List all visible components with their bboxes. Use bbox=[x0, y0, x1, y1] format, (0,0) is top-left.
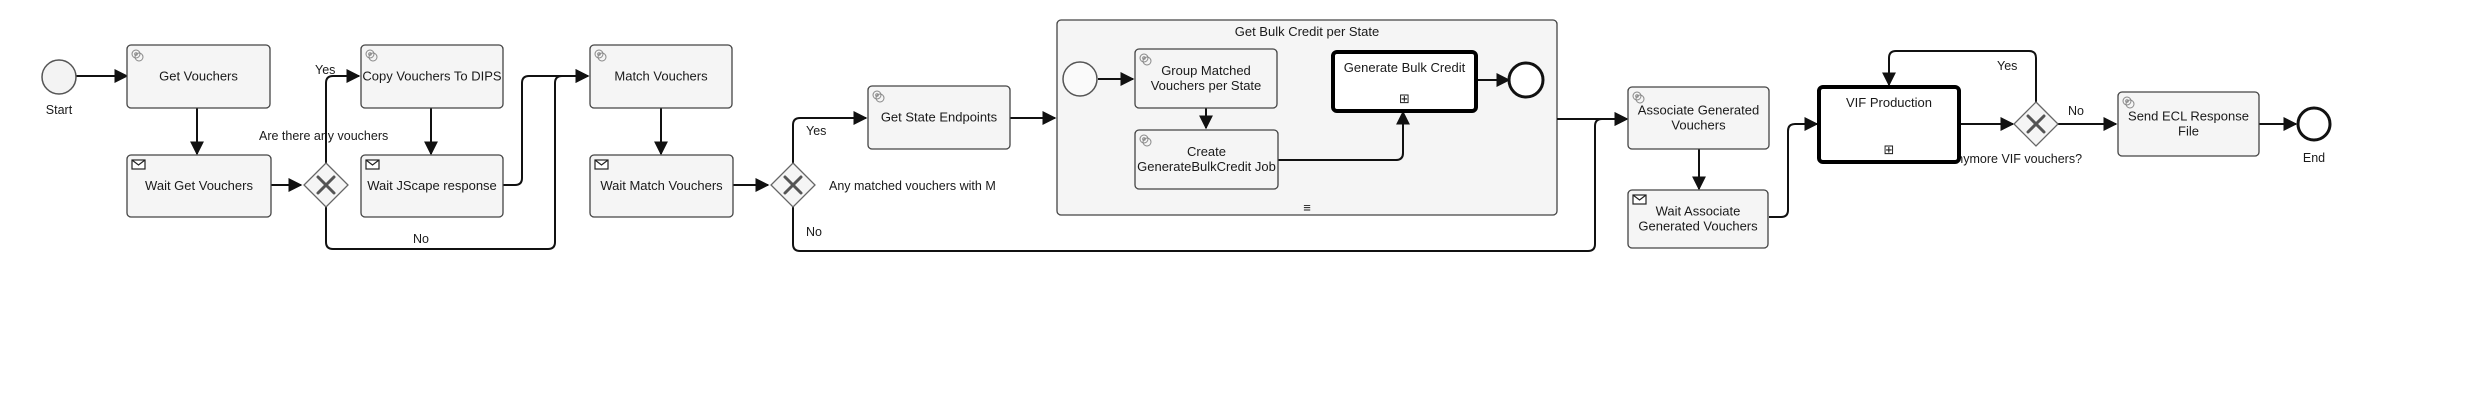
task-generate-bulk-credit[interactable]: Generate Bulk Credit ⊞ bbox=[1331, 50, 1478, 113]
gear-icon bbox=[1139, 53, 1152, 66]
task-vif-production[interactable]: VIF Production ⊞ bbox=[1817, 85, 1961, 164]
gear-icon bbox=[131, 49, 144, 62]
g2-no-label: No bbox=[806, 225, 822, 239]
task-label-line: Vouchers per State bbox=[1151, 78, 1262, 93]
g1-yes-label: Yes bbox=[315, 63, 335, 77]
sequence-flows bbox=[76, 50, 2298, 252]
task-label-line: Wait Match Vouchers bbox=[600, 178, 723, 193]
collapsed-subprocess-marker-icon: ⊞ bbox=[1399, 91, 1410, 106]
gateway-1-label: Are there any vouchers bbox=[259, 129, 388, 143]
subprocess-marker-icon: ≡ bbox=[1303, 200, 1311, 215]
task-label-line: Get Vouchers bbox=[159, 69, 238, 84]
envelope-icon bbox=[365, 159, 380, 170]
flow-create-to-generate bbox=[1278, 110, 1410, 161]
envelope-icon bbox=[1632, 194, 1647, 205]
task-label-line: Associate Generated bbox=[1638, 103, 1759, 118]
gateway-are-there-any-vouchers[interactable]: Are there any vouchers bbox=[259, 129, 388, 208]
task-label-line: Group Matched bbox=[1161, 63, 1251, 78]
task-label-line: Send ECL Response bbox=[2128, 109, 2249, 124]
gear-icon bbox=[1632, 91, 1645, 104]
task-label-line: VIF Production bbox=[1846, 95, 1932, 110]
task-get-state-endpoints[interactable]: Get State Endpoints bbox=[867, 85, 1011, 150]
flow-g2-yes bbox=[792, 111, 868, 163]
task-label-line: Wait Associate bbox=[1656, 204, 1741, 219]
task-label-line: Get State Endpoints bbox=[881, 110, 998, 125]
task-wait-jscape-response[interactable]: Wait JScape response bbox=[360, 154, 504, 218]
flow-labels: Yes No Yes No Yes No bbox=[315, 59, 2084, 246]
task-label-line: Vouchers bbox=[1671, 118, 1726, 133]
collapsed-subprocess-marker-icon: ⊞ bbox=[1884, 142, 1895, 157]
g1-no-label: No bbox=[413, 232, 429, 246]
gear-icon bbox=[1139, 134, 1152, 147]
task-label-line: File bbox=[2178, 124, 2199, 139]
gear-icon bbox=[872, 90, 885, 103]
task-get-vouchers[interactable]: Get Vouchers bbox=[126, 44, 271, 109]
end-event[interactable]: End bbox=[2296, 106, 2332, 165]
flow-g1-no bbox=[325, 69, 590, 250]
envelope-icon bbox=[594, 159, 609, 170]
end-label: End bbox=[2303, 151, 2325, 165]
gear-icon bbox=[365, 49, 378, 62]
task-match-vouchers[interactable]: Match Vouchers bbox=[589, 44, 733, 109]
subprocess-start-event[interactable] bbox=[1062, 61, 1098, 97]
flow-g3-yes bbox=[1882, 50, 2037, 102]
flow-g1-yes bbox=[325, 69, 361, 163]
start-label: Start bbox=[46, 103, 73, 117]
gateway-2-label: Any matched vouchers with M bbox=[829, 179, 996, 193]
gear-icon bbox=[2122, 96, 2135, 109]
gateway-3-label: Anymore VIF vouchers? bbox=[1948, 152, 2082, 166]
task-label-line: Match Vouchers bbox=[614, 69, 708, 84]
gear-icon bbox=[594, 49, 607, 62]
flow-wait-associate-to-vif bbox=[1769, 117, 1819, 218]
task-label-line: GenerateBulkCredit Job bbox=[1137, 159, 1276, 174]
task-wait-get-vouchers[interactable]: Wait Get Vouchers bbox=[126, 154, 272, 218]
task-wait-match-vouchers[interactable]: Wait Match Vouchers bbox=[589, 154, 734, 218]
task-label-line: Wait JScape response bbox=[367, 178, 497, 193]
task-label-line: Generated Vouchers bbox=[1638, 219, 1758, 234]
task-label-line: Copy Vouchers To DIPS bbox=[362, 69, 502, 84]
flow-wait-jscape-to-match bbox=[503, 69, 590, 186]
task-label-line: Wait Get Vouchers bbox=[145, 178, 253, 193]
g2-yes-label: Yes bbox=[806, 124, 826, 138]
task-label-line: Generate Bulk Credit bbox=[1344, 60, 1466, 75]
gateway-anymore-vif-vouchers[interactable]: Anymore VIF vouchers? bbox=[1948, 101, 2082, 166]
task-copy-vouchers-to-dips[interactable]: Copy Vouchers To DIPS bbox=[360, 44, 504, 109]
g3-yes-label: Yes bbox=[1997, 59, 2017, 73]
gateway-any-matched-vouchers[interactable]: Any matched vouchers with M bbox=[770, 162, 996, 208]
g3-no-label: No bbox=[2068, 104, 2084, 118]
task-label-line: Create bbox=[1187, 144, 1226, 159]
start-event[interactable]: Start bbox=[41, 59, 77, 117]
subprocess-get-bulk-credit[interactable]: Get Bulk Credit per State ≡ bbox=[1056, 19, 1558, 216]
envelope-icon bbox=[131, 159, 146, 170]
subprocess-title: Get Bulk Credit per State bbox=[1235, 24, 1380, 39]
subprocess-end-event[interactable] bbox=[1507, 61, 1545, 99]
flow-g2-no bbox=[792, 112, 1629, 252]
